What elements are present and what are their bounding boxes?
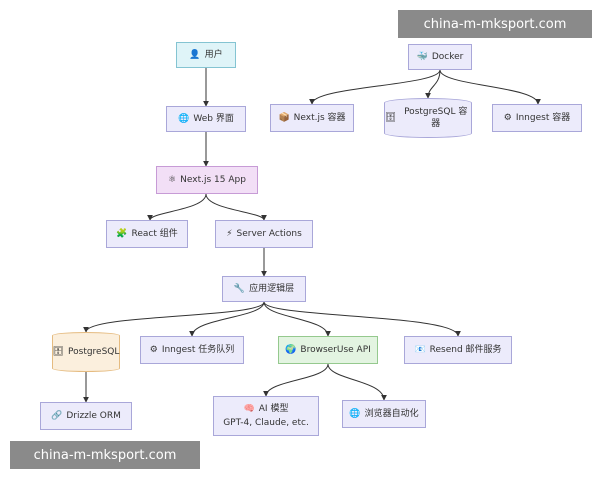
node-drizzle-orm: 🔗 Drizzle ORM [40, 402, 132, 430]
edge-app-logic-resend [263, 301, 461, 337]
edge-app-logic-inngest [189, 301, 265, 337]
node-browseruse-api: 🌍 BrowserUse API [278, 336, 378, 364]
edge-app-logic-postgres [83, 301, 265, 333]
node-ai-model-label: AI 模型 [258, 404, 289, 415]
node-nextjs-app: ⚛ Next.js 15 App [156, 166, 258, 194]
node-postgresql-label: PostgreSQL [68, 346, 120, 357]
react-atom-icon: ⚛ [168, 174, 177, 185]
edge-app-logic-browseruse [263, 301, 331, 337]
node-postgresql-container-label: PostgreSQL 容器 [404, 106, 468, 129]
link-icon: 🔗 [51, 410, 63, 421]
node-web-interface-label: Web 界面 [193, 113, 234, 124]
node-browser-automation-label: 浏览器自动化 [364, 408, 419, 419]
node-nextjs-container: 📦 Next.js 容器 [270, 104, 354, 132]
edge-nextjs-server-actions [205, 193, 267, 221]
node-user-label: 用户 [204, 49, 223, 60]
user-icon: 👤 [189, 49, 201, 60]
node-resend-email-label: Resend 邮件服务 [429, 344, 502, 355]
node-docker: 🐳 Docker [408, 44, 472, 70]
node-inngest-container: ⚙ Inngest 容器 [492, 104, 582, 132]
node-postgresql-container: 🗄 PostgreSQL 容器 [384, 98, 472, 138]
globe-icon: 🌐 [349, 408, 361, 419]
node-inngest-queue-label: Inngest 任务队列 [161, 344, 235, 355]
edge-docker-postgres-container [425, 69, 441, 99]
node-server-actions: ⚡ Server Actions [215, 220, 313, 248]
edge-docker-inngest-container [439, 69, 541, 105]
watermark-top: china-m-mksport.com [398, 10, 592, 38]
node-browseruse-api-label: BrowserUse API [300, 344, 371, 355]
node-app-logic-layer: 🔧 应用逻辑层 [222, 276, 306, 302]
edge-browseruse-ai-model [263, 363, 329, 397]
node-ai-model: 🧠 AI 模型 GPT-4, Claude, etc. [213, 396, 319, 436]
node-nextjs-container-label: Next.js 容器 [293, 112, 346, 123]
node-react-components-label: React 组件 [131, 228, 178, 239]
gear-icon: ⚙ [503, 112, 512, 123]
edge-docker-nextjs-container [309, 69, 441, 105]
edge-nextjs-react [147, 193, 207, 221]
node-app-logic-layer-label: 应用逻辑层 [249, 283, 295, 294]
node-server-actions-label: Server Actions [236, 228, 302, 239]
lightning-icon: ⚡ [226, 228, 233, 239]
gear-icon: ⚙ [149, 344, 158, 355]
node-ai-model-sub: GPT-4, Claude, etc. [223, 417, 309, 428]
globe-icon: 🌐 [178, 113, 190, 124]
database-icon: 🗄 [52, 346, 65, 357]
wrench-icon: 🔧 [233, 283, 246, 294]
puzzle-icon: 🧩 [116, 228, 128, 239]
node-inngest-container-label: Inngest 容器 [515, 112, 571, 123]
node-docker-label: Docker [431, 51, 464, 62]
node-resend-email: 📧 Resend 邮件服务 [404, 336, 512, 364]
email-icon: 📧 [414, 344, 426, 355]
node-nextjs-app-label: Next.js 15 App [180, 174, 246, 185]
watermark-bottom: china-m-mksport.com [10, 441, 200, 469]
docker-whale-icon: 🐳 [416, 51, 428, 62]
globe-icon: 🌍 [285, 344, 297, 355]
node-drizzle-orm-label: Drizzle ORM [66, 410, 121, 421]
node-user: 👤 用户 [176, 42, 236, 68]
node-postgresql: 🗄 PostgreSQL [52, 332, 120, 372]
package-icon: 📦 [278, 112, 290, 123]
node-react-components: 🧩 React 组件 [106, 220, 188, 248]
node-browser-automation: 🌐 浏览器自动化 [342, 400, 426, 428]
edge-browseruse-browser-auto [327, 363, 387, 401]
brain-icon: 🧠 [243, 403, 255, 414]
database-icon: 🗄 [385, 112, 397, 123]
node-inngest-queue: ⚙ Inngest 任务队列 [140, 336, 244, 364]
node-web-interface: 🌐 Web 界面 [166, 106, 246, 132]
